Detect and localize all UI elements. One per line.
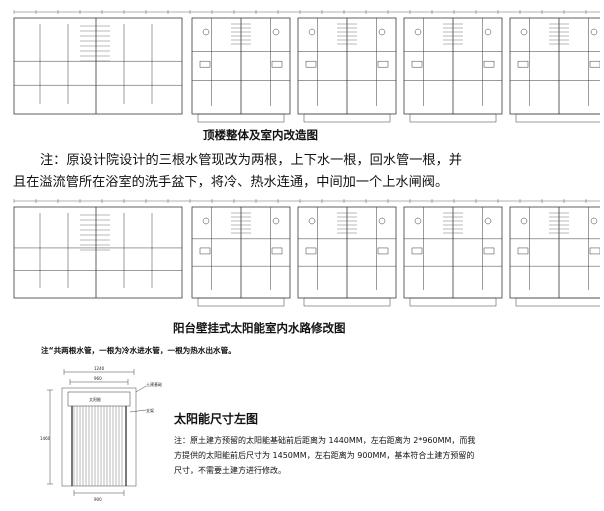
note-solar-line3: 尺寸，不需要土建方进行修改。 [174, 466, 286, 475]
dim-side: 1460 [40, 436, 51, 441]
note-solar-line1: 注：原土建方预留的太阳能基础前后距离为 1440MM，左右距离为 2*960MM… [174, 436, 476, 445]
note-pipe-change-line1: 注：原设计院设计的三根水管现改为两根，上下水一根，回水管一根，并 [40, 153, 462, 168]
caption-balcony-solar: 阳台壁挂式太阳能室内水路修改图 [173, 321, 346, 335]
note-solar-line2: 方提供的太阳能前后尺寸为 1450MM，左右距离为 900MM，基本符合土建方预… [174, 451, 475, 460]
caption-top-floor: 顶楼整体及室内改造图 [203, 128, 318, 142]
solar-dimension-diagram: 1240 960 1460 900 土建基础 支架 太阳能 [40, 366, 162, 502]
dim-bottom: 900 [94, 497, 102, 502]
top-floor-plan [13, 10, 600, 123]
dim-top-outer: 1240 [94, 366, 105, 371]
note-pipe-change-line2: 且在溢流管所在浴室的洗手盆下，将冷、热水连通，中间加一个上水闸阀。 [13, 175, 449, 190]
label-base: 土建基础 [146, 381, 162, 387]
label-bracket: 支架 [146, 407, 154, 413]
note-two-pipes: 注“共两根水管，一根为冷水进水管，一根为热水出水管。 [41, 346, 236, 355]
label-panel: 太阳能 [89, 396, 101, 402]
balcony-solar-water-plan [13, 199, 600, 307]
title-solar-dimensions: 太阳能尺寸左图 [174, 412, 259, 426]
dim-top-inner: 960 [94, 376, 102, 381]
